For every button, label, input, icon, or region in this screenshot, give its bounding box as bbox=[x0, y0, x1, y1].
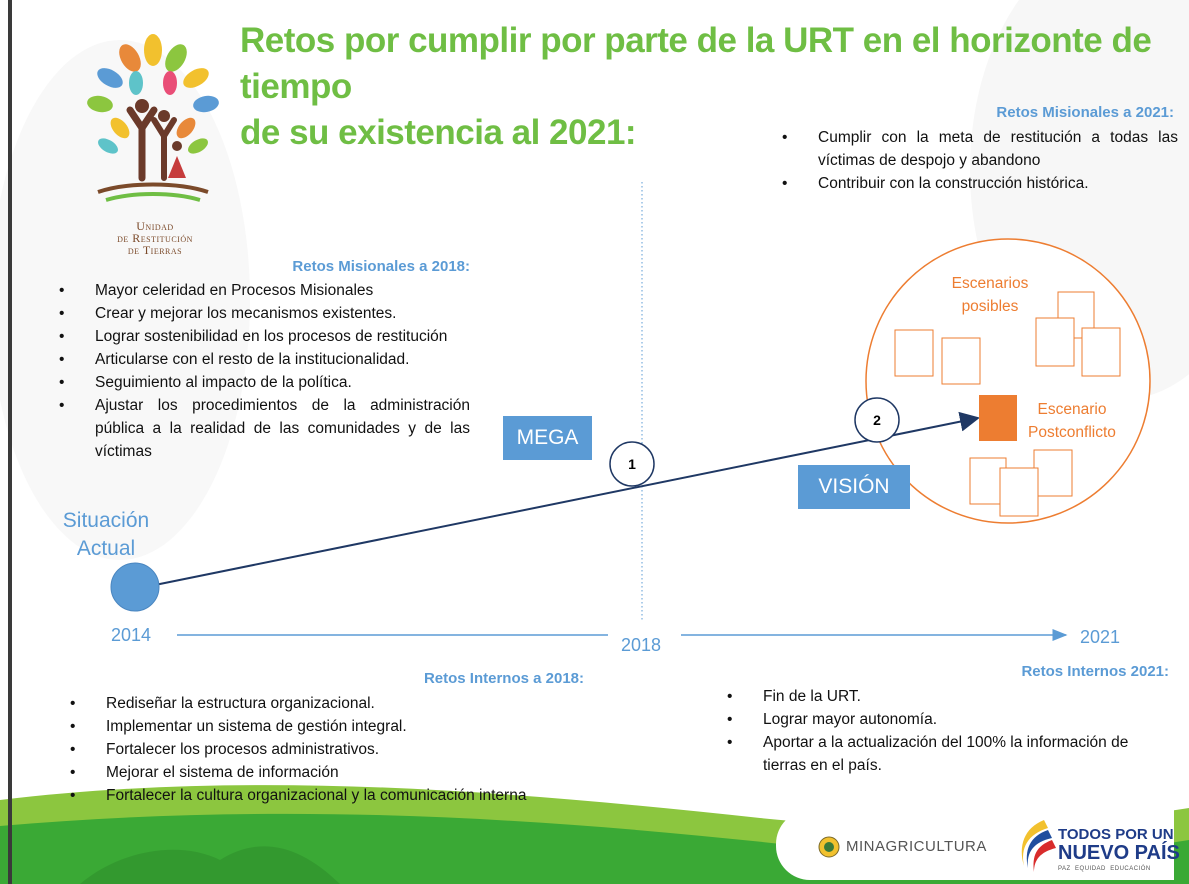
misionales-2018-heading: Retos Misionales a 2018: bbox=[292, 258, 470, 275]
situacion-actual-label: Situación Actual bbox=[46, 507, 166, 563]
list-item: Fortalecer la cultura organizacional y l… bbox=[68, 784, 548, 807]
misionales-2021-heading: Retos Misionales a 2021: bbox=[996, 104, 1174, 121]
list-item: Aportar a la actualización del 100% la i… bbox=[725, 731, 1165, 777]
trajectory-arrow bbox=[149, 411, 980, 587]
scenario-box bbox=[1033, 449, 1073, 497]
escenario-pc-line-1: Escenario bbox=[1037, 401, 1107, 418]
marker-1-label: 1 bbox=[628, 456, 636, 472]
list-item: Contribuir con la construcción histórica… bbox=[780, 172, 1178, 195]
logo-line-2: de Restitución bbox=[117, 231, 193, 245]
misionales-2018-list: Mayor celeridad en Procesos Misionales C… bbox=[57, 279, 470, 463]
internos-2021-heading: Retos Internos 2021: bbox=[1021, 663, 1169, 680]
scenario-box bbox=[1081, 327, 1121, 377]
year-start: 2014 bbox=[111, 625, 152, 645]
internos-2018-list: Rediseñar la estructura organizacional. … bbox=[68, 692, 548, 807]
list-item: Cumplir con la meta de restitución a tod… bbox=[780, 126, 1178, 172]
misionales-2021-list: Cumplir con la meta de restitución a tod… bbox=[780, 126, 1178, 195]
vision-label: VISIÓN bbox=[798, 465, 910, 509]
marker-2-circle bbox=[854, 397, 900, 443]
list-item: Ajustar los procedimientos de la adminis… bbox=[57, 394, 470, 463]
situacion-actual-dot bbox=[110, 562, 160, 612]
escenario-pc-line-2: Postconflicto bbox=[1028, 424, 1116, 441]
logo-line-1: Unidad bbox=[136, 219, 174, 233]
list-item: Implementar un sistema de gestión integr… bbox=[68, 715, 548, 738]
escenario-postconflicto-label: Escenario Postconflicto bbox=[1016, 398, 1128, 444]
list-item: Mejorar el sistema de información bbox=[68, 761, 548, 784]
escenarios-line-1: Escenarios bbox=[951, 275, 1029, 292]
escenario-postconflicto-box bbox=[979, 395, 1017, 441]
marker-2-label: 2 bbox=[873, 412, 881, 428]
list-item: Mayor celeridad en Procesos Misionales bbox=[57, 279, 470, 302]
scenario-box bbox=[1035, 317, 1075, 367]
scenario-box bbox=[894, 329, 934, 377]
scenario-box bbox=[999, 467, 1039, 517]
internos-2018-heading: Retos Internos a 2018: bbox=[423, 670, 584, 687]
escenarios-posibles-label: Escenarios posibles bbox=[935, 272, 1045, 318]
slogan-line-1: TODOS POR UN bbox=[1058, 826, 1174, 843]
flag-swoosh-icon bbox=[1021, 820, 1056, 872]
list-item: Lograr mayor autonomía. bbox=[725, 708, 1165, 731]
list-item: Crear y mejorar los mecanismos existente… bbox=[57, 302, 470, 325]
list-item: Fortalecer los procesos administrativos. bbox=[68, 738, 548, 761]
mega-label: MEGA bbox=[503, 416, 592, 460]
situacion-line-2: Actual bbox=[76, 537, 136, 560]
ministry-label: MINAGRICULTURA bbox=[846, 838, 987, 855]
list-item: Lograr sostenibilidad en los procesos de… bbox=[57, 325, 470, 348]
list-item: Articularse con el resto de la instituci… bbox=[57, 348, 470, 371]
left-border bbox=[8, 0, 12, 884]
scenario-box bbox=[941, 337, 981, 385]
tree-logo-icon bbox=[87, 34, 219, 202]
logo-line-3: de Tierras bbox=[127, 243, 183, 257]
year-mid: 2018 bbox=[621, 635, 662, 655]
list-item: Rediseñar la estructura organizacional. bbox=[68, 692, 548, 715]
year-end: 2021 bbox=[1080, 627, 1121, 647]
escenarios-line-2: posibles bbox=[961, 298, 1019, 315]
slogan-tagline: PAZ EQUIDAD EDUCACIÓN bbox=[1058, 866, 1151, 872]
page-title: Retos por cumplir por parte de la URT en… bbox=[240, 18, 1180, 156]
list-item: Fin de la URT. bbox=[725, 685, 1165, 708]
list-item: Seguimiento al impacto de la política. bbox=[57, 371, 470, 394]
marker-1-circle bbox=[609, 441, 655, 487]
footer-logo-panel bbox=[776, 810, 1174, 880]
logo-text: Unidad de Restitución de Tierras bbox=[90, 220, 220, 256]
slogan-line-2: NUEVO PAÍS bbox=[1058, 842, 1180, 864]
title-line-1: Retos por cumplir por parte de la URT en… bbox=[240, 21, 1152, 106]
colombia-shield-icon bbox=[818, 836, 840, 858]
internos-2021-list: Fin de la URT. Lograr mayor autonomía. A… bbox=[725, 685, 1165, 777]
title-line-2: de su existencia al 2021: bbox=[240, 113, 637, 152]
situacion-line-1: Situación bbox=[62, 509, 150, 532]
